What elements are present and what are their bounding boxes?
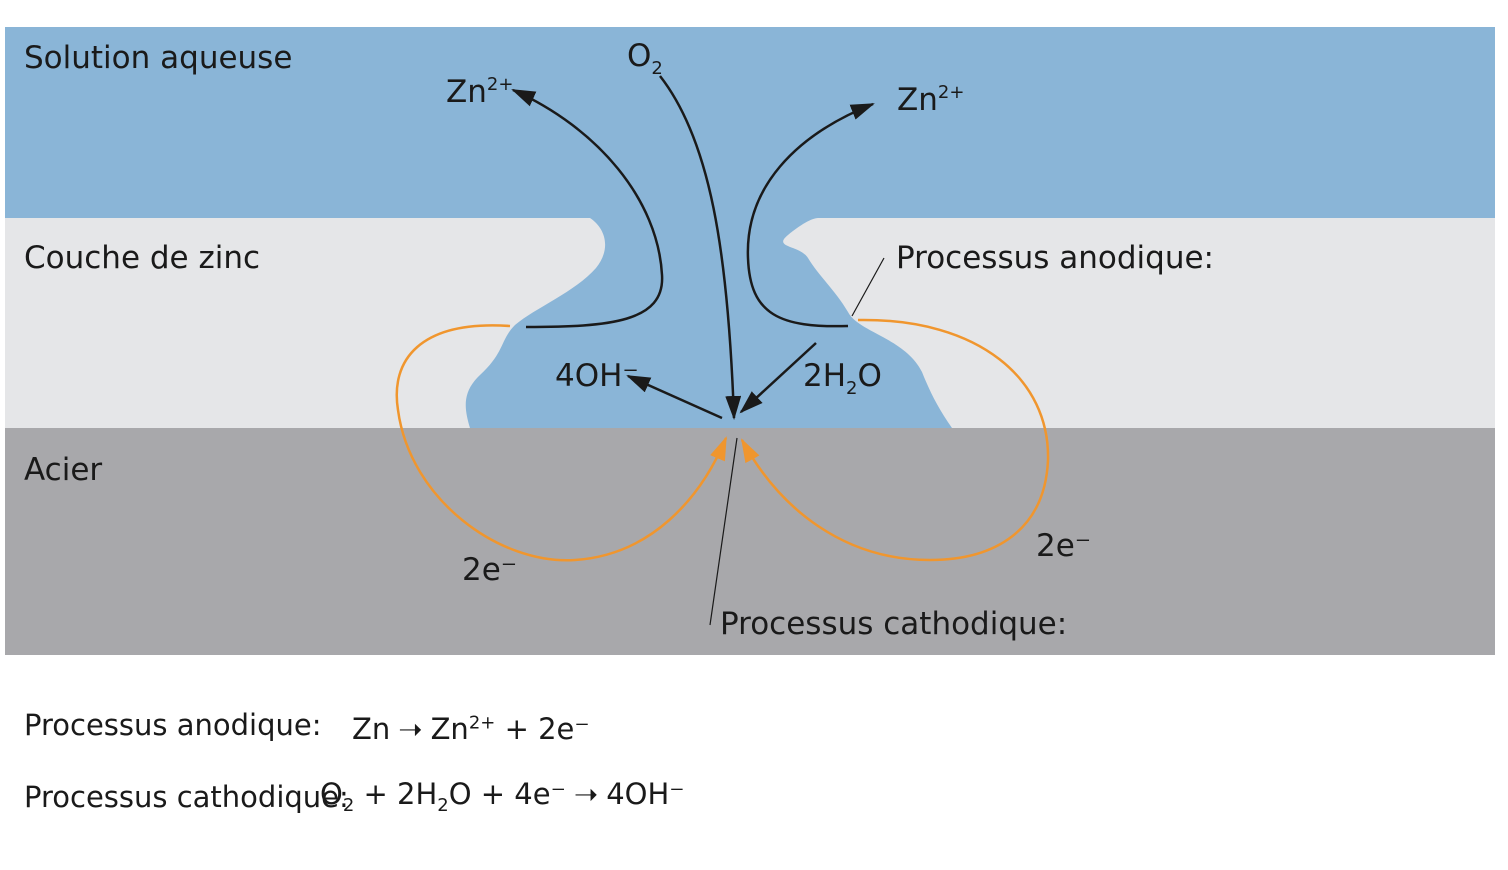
solution-layer — [5, 27, 1495, 218]
electron-path-left — [395, 324, 728, 562]
cathodic-equation-label: Processus cathodique: — [24, 780, 349, 814]
zn-ion-right-label: Zn2+ — [897, 82, 964, 118]
zn-ion-left-label: Zn2+ — [446, 74, 513, 110]
steel-label: Acier — [24, 452, 102, 488]
anodic-equation: Zn➝Zn2+ + 2e⁻ — [352, 712, 590, 746]
cathodic-rhs: 4OH⁻ — [606, 777, 685, 811]
water-arrow — [739, 342, 817, 414]
anodic-rhs-electrons: + 2e⁻ — [495, 712, 590, 746]
water-label: 2H2O — [803, 358, 882, 399]
solution-label: Solution aqueuse — [24, 40, 292, 76]
o2-arrow — [659, 75, 742, 420]
zinc-label: Couche de zinc — [24, 240, 260, 276]
anodic-rhs-zn: Zn — [430, 712, 469, 746]
cathodic-equation: O2 + 2H2O + 4e⁻➝4OH⁻ — [320, 777, 685, 816]
anodic-leader-line — [851, 257, 885, 317]
anodic-callout: Processus anodique: — [896, 240, 1214, 276]
electron-path-right — [740, 318, 1050, 562]
electrons-left-label: 2e⁻ — [462, 552, 517, 588]
o2-label: O2 — [627, 38, 663, 79]
hydroxide-arrow — [626, 374, 723, 420]
cathodic-leader-line — [709, 437, 738, 626]
zn-left-arrow — [511, 88, 664, 329]
cathodic-o-sub: 2 — [342, 794, 355, 816]
anodic-lhs: Zn — [352, 712, 391, 746]
zn-right-arrow — [746, 102, 875, 328]
reaction-arrow-icon: ➝ — [573, 777, 599, 811]
cathodic-water-h: + 2H — [354, 777, 438, 811]
anodic-equation-label: Processus anodique: — [24, 708, 322, 742]
hydroxide-label: 4OH⁻ — [555, 358, 639, 394]
reaction-arrow-icon: ➝ — [398, 712, 423, 746]
cathodic-water-rest: O + 4e⁻ — [448, 777, 566, 811]
anodic-rhs-charge: 2+ — [468, 712, 496, 734]
cathodic-o: O — [320, 777, 343, 811]
cathodic-h-sub: 2 — [437, 794, 449, 816]
cathodic-callout: Processus cathodique: — [720, 606, 1067, 642]
steel-layer — [5, 428, 1495, 655]
corrosion-pit — [465, 218, 952, 428]
electrons-right-label: 2e⁻ — [1036, 528, 1091, 564]
